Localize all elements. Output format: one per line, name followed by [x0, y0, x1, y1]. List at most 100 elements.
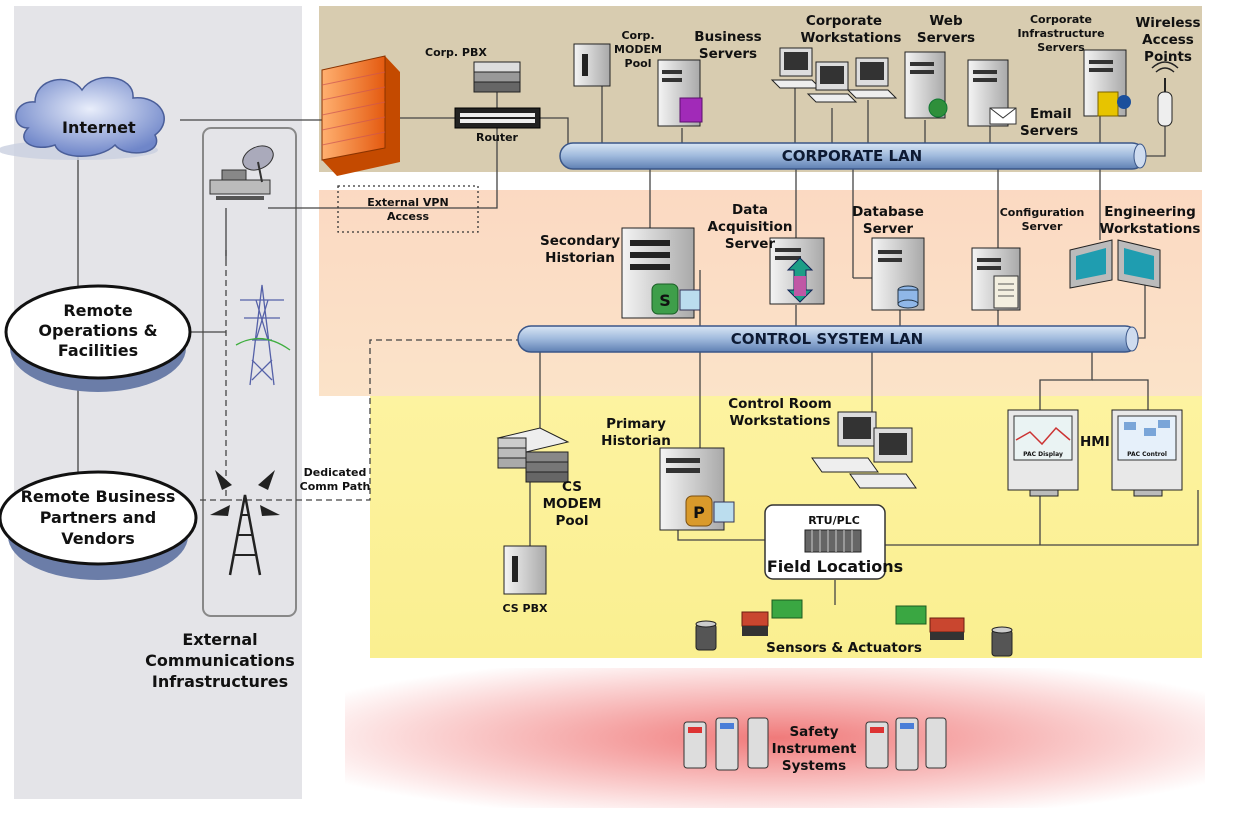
eng-workstations-line2: Workstations	[1100, 221, 1201, 237]
safety-line2: Instrument	[772, 741, 857, 757]
hmi-pac-control-icon	[1111, 409, 1183, 497]
wireless-line1: Wireless	[1135, 15, 1200, 31]
primary-historian-line2: Historian	[601, 433, 671, 449]
remote-partners-line3: Vendors	[61, 529, 135, 548]
safety-zone	[345, 668, 1205, 808]
database-server-icon	[871, 237, 925, 311]
ext-vpn-line1: External VPN	[367, 196, 448, 209]
control-lan-label: CONTROL SYSTEM LAN	[731, 330, 923, 348]
remote-ops-line1: Remote	[63, 301, 132, 320]
secondary-historian-line1: Secondary	[540, 233, 620, 249]
corporate-lan-label: CORPORATE LAN	[782, 147, 922, 165]
internet-label: Internet	[62, 118, 136, 137]
database-server-line2: Server	[863, 221, 913, 237]
email-servers-line1: Email	[1030, 106, 1072, 122]
sensors-actuators-icon	[695, 599, 1013, 657]
remote-partners-line2: Partners and	[40, 508, 157, 527]
control-room-line2: Workstations	[730, 413, 831, 429]
corp-workstations-line1: Corporate	[806, 13, 882, 29]
router-icon	[454, 107, 541, 129]
data-acquisition-icon	[769, 237, 825, 305]
email-servers-icon	[967, 59, 1017, 127]
wireless-line3: Points	[1144, 49, 1192, 65]
infra-servers-line3: Servers	[1037, 41, 1085, 54]
email-servers-line2: Servers	[1020, 123, 1078, 139]
corporate-lan-bus	[559, 142, 1147, 170]
infra-servers-line2: Infrastructure	[1017, 27, 1104, 40]
remote-partners-node	[0, 470, 198, 580]
corp-pbx-icon	[473, 61, 521, 93]
ext-vpn-box	[337, 185, 479, 233]
rtu-plc-icon	[804, 529, 862, 553]
business-servers-line2: Servers	[699, 46, 757, 62]
corp-modem-line1: Corp.	[621, 29, 654, 42]
cs-pbx-label: CS PBX	[503, 602, 548, 615]
internet-cloud-icon	[0, 76, 165, 160]
business-servers-line1: Business	[694, 29, 761, 45]
rtu-plc-label: RTU/PLC	[808, 514, 860, 527]
field-locations-label: Field Locations	[767, 557, 903, 576]
historian-s-letter: S	[659, 291, 671, 310]
remote-partners-line1: Remote Business	[21, 487, 176, 506]
control-zone	[319, 190, 1202, 396]
external-zone-line2: Communications	[145, 651, 295, 670]
power-tower-icon	[235, 284, 291, 386]
corp-pbx-label: Corp. PBX	[425, 46, 487, 59]
control-system-lan-bus	[517, 325, 1139, 353]
pac-display-label: PAC Display	[1023, 451, 1063, 458]
cs-modem-icon	[496, 427, 570, 483]
field-locations-box	[764, 504, 886, 580]
wireless-line2: Access	[1142, 32, 1194, 48]
data-acq-line2: Acquisition	[708, 219, 793, 235]
infra-servers-line1: Corporate	[1030, 13, 1092, 26]
cs-modem-line1: CS	[562, 479, 582, 495]
primary-historian-line1: Primary	[606, 416, 666, 432]
database-server-line1: Database	[852, 204, 924, 220]
safety-line1: Safety	[789, 724, 838, 740]
wireless-ap-icon	[1151, 61, 1179, 127]
safety-line3: Systems	[782, 758, 846, 774]
historian-p-letter: P	[693, 503, 705, 522]
pac-control-label: PAC Control	[1127, 451, 1167, 458]
engineering-workstations-icon	[1069, 239, 1161, 289]
ext-vpn-line2: Access	[387, 210, 430, 223]
remote-ops-line2: Operations &	[38, 321, 157, 340]
remote-ops-line3: Facilities	[58, 341, 138, 360]
sensors-label: Sensors & Actuators	[766, 640, 922, 656]
config-server-line2: Server	[1022, 220, 1063, 233]
dedicated-comm-line2: Comm Path	[300, 480, 371, 493]
external-zone-line1: External	[182, 630, 257, 649]
external-zone-line3: Infrastructures	[152, 672, 288, 691]
external-comms-box	[202, 127, 297, 617]
cs-modem-line2: MODEM	[543, 496, 602, 512]
secondary-historian-line2: Historian	[545, 250, 615, 266]
data-acq-line3: Server	[725, 236, 775, 252]
web-servers-line1: Web	[929, 13, 963, 29]
config-server-line1: Configuration	[1000, 206, 1085, 219]
control-room-workstations-icon	[811, 411, 917, 489]
control-room-line1: Control Room	[728, 396, 832, 412]
corporate-workstations-icon	[770, 47, 898, 103]
corp-modem-line2: MODEM	[614, 43, 662, 56]
radio-tower-icon	[210, 470, 280, 576]
web-servers-line2: Servers	[917, 30, 975, 46]
secondary-historian-icon	[621, 227, 701, 319]
remote-operations-node	[4, 284, 192, 392]
corp-workstations-line2: Workstations	[801, 30, 902, 46]
dedicated-comm-line1: Dedicated	[304, 466, 367, 479]
firewall-icon	[321, 55, 400, 176]
hmi-label: HMI	[1080, 434, 1110, 450]
satellite-dish-icon	[209, 145, 274, 200]
router-label: Router	[476, 131, 519, 144]
corp-modem-line3: Pool	[625, 57, 652, 70]
infrastructure-servers-icon	[1083, 49, 1131, 117]
corp-modem-icon	[573, 43, 611, 87]
data-acq-line1: Data	[732, 202, 768, 218]
safety-instruments-icon	[683, 717, 947, 771]
hmi-pac-display-icon	[1007, 409, 1079, 497]
business-servers-icon	[657, 59, 703, 127]
eng-workstations-line1: Engineering	[1104, 204, 1196, 220]
web-servers-icon	[904, 51, 948, 119]
configuration-server-icon	[971, 247, 1021, 311]
